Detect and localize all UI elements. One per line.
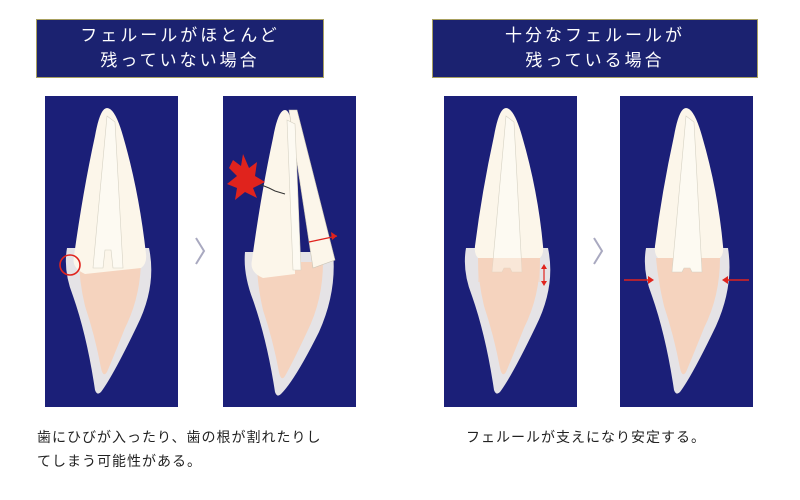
crack-line [258, 183, 286, 195]
root [656, 258, 720, 375]
crown-remaining [251, 110, 295, 278]
post [286, 119, 302, 271]
root [79, 258, 141, 375]
post [671, 115, 703, 273]
tooth-panel-ferrule-support [620, 96, 753, 407]
tooth-panel-ferrule-height [444, 96, 577, 407]
post [92, 115, 124, 269]
chevron-right-icon [195, 237, 206, 265]
caption-no-ferrule-line1: 歯にひびが入ったり、歯の根が割れたりし [37, 430, 322, 446]
caption-no-ferrule-line2: てしまう可能性がある。 [37, 454, 202, 470]
caption-sufficient-ferrule: フェルールが支えになり安定する。 [466, 426, 766, 450]
ferrule-band [478, 258, 540, 282]
header-no-ferrule: フェルールがほとんど 残っていない場合 [36, 19, 324, 78]
marker-bottom [541, 281, 547, 286]
header-no-ferrule-line2: 残っていない場合 [100, 50, 260, 71]
header-no-ferrule-line1: フェルールがほとんど [80, 25, 280, 46]
header-sufficient-ferrule-line1: 十分なフェルールが [505, 25, 685, 46]
arrow-head [331, 232, 337, 240]
crack-burst-icon [227, 154, 265, 200]
root [257, 262, 323, 379]
header-sufficient-ferrule: 十分なフェルールが 残っている場合 [432, 19, 758, 78]
header-sufficient-ferrule-line2: 残っている場合 [525, 50, 665, 71]
chevron-right-icon [593, 237, 604, 265]
circle-marker-icon [59, 254, 81, 276]
crown-fractured [288, 109, 336, 269]
root [478, 258, 540, 375]
marker-top [541, 264, 547, 269]
arrow-head-left [648, 276, 654, 284]
tooth-panel-no-ferrule [45, 96, 178, 407]
caption-sufficient-ferrule-line1: フェルールが支えになり安定する。 [466, 430, 706, 446]
tooth-panel-fracture [223, 96, 356, 407]
arrow-head-right [722, 276, 728, 284]
caption-no-ferrule: 歯にひびが入ったり、歯の根が割れたりし てしまう可能性がある。 [37, 426, 377, 474]
